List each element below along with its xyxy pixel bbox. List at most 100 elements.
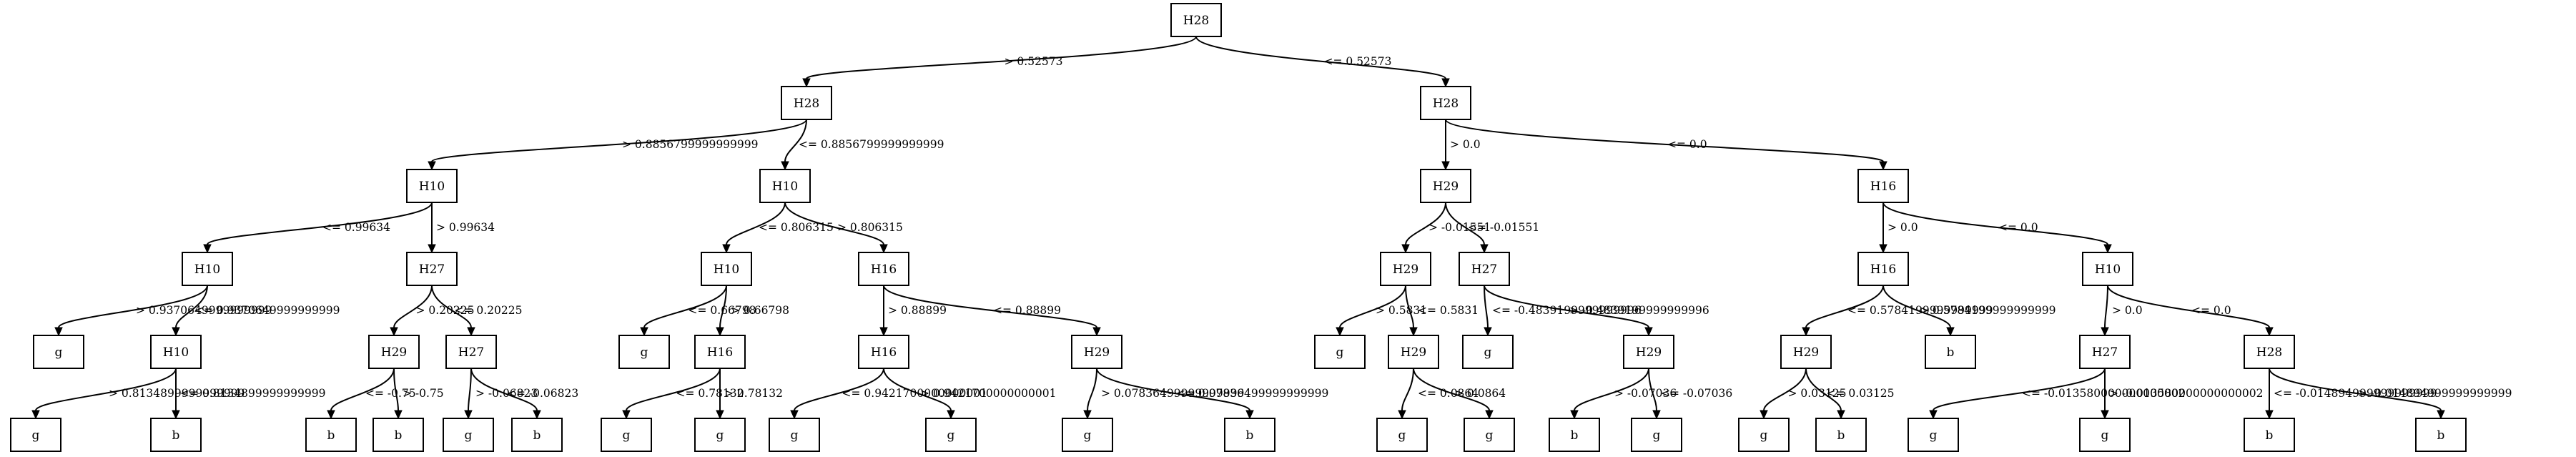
tree-edge: > 0.03125 — [1760, 368, 1847, 420]
tree-edge: <= 0.5784199999999999 — [1802, 285, 1993, 337]
edge-line — [393, 285, 433, 328]
tree-edge: > 0.0 — [2101, 285, 2143, 337]
leaf-node: g — [601, 418, 652, 452]
decision-node: H29 — [1420, 169, 1471, 203]
edge-label: <= -0.75 — [365, 387, 416, 400]
node-label: H10 — [419, 180, 445, 194]
edge-line — [1413, 368, 1490, 411]
tree-edge: <= -0.75 — [327, 368, 416, 420]
node-box — [33, 335, 84, 369]
edge-line — [393, 368, 399, 411]
arrowhead-icon — [1837, 410, 1845, 420]
node-box — [601, 418, 652, 452]
leaf-node: g — [33, 335, 84, 369]
arrowhead-icon — [1245, 410, 1254, 420]
decision-node: H16 — [1857, 169, 1909, 203]
node-box — [759, 169, 811, 203]
node-box — [1062, 418, 1113, 452]
decision-node: H27 — [445, 335, 497, 369]
node-box — [858, 335, 909, 369]
node-label: b — [1837, 428, 1845, 443]
tree-edge: > 0.0864 — [1413, 368, 1506, 420]
tree-edge: > -0.013580000000000002 — [2101, 368, 2263, 420]
node-box — [511, 418, 563, 452]
node-box — [701, 252, 752, 286]
edge-line — [784, 119, 807, 162]
node-box — [1380, 252, 1431, 286]
arrowhead-icon — [1484, 327, 1492, 337]
arrowhead-icon — [1879, 161, 1887, 171]
decision-node: H16 — [858, 335, 909, 369]
tree-edge: <= -0.013580000000000002 — [1929, 368, 2185, 420]
arrowhead-icon — [1441, 78, 1450, 88]
arrowhead-icon — [2437, 410, 2445, 420]
edge-line — [1484, 285, 1649, 328]
edge-line — [643, 285, 727, 328]
decision-node: H16 — [694, 335, 746, 369]
arrowhead-icon — [428, 244, 436, 254]
edge-line — [1648, 368, 1657, 411]
leaf-node: g — [10, 418, 61, 452]
arrowhead-icon — [879, 327, 888, 337]
edge-label: <= -0.01551 — [1468, 221, 1539, 234]
decision-node: H10 — [182, 252, 233, 286]
tree-edge: > 0.5784199999999999 — [1882, 285, 2056, 337]
node-box — [1459, 252, 1510, 286]
tree-edge: <= -0.07036 — [1648, 368, 1732, 420]
arrowhead-icon — [2101, 410, 2109, 420]
tree-edge: <= -0.01551 — [1445, 202, 1539, 254]
node-label: g — [716, 428, 724, 443]
arrowhead-icon — [879, 244, 888, 254]
node-label: b — [172, 428, 180, 443]
arrowhead-icon — [790, 410, 799, 420]
arrowhead-icon — [1644, 327, 1653, 337]
leaf-node: g — [618, 335, 670, 369]
node-box — [1815, 418, 1867, 452]
node-box — [1857, 169, 1909, 203]
leaf-node: g — [1314, 335, 1366, 369]
edge-label: <= 0.5784199999999999 — [1847, 304, 1993, 317]
tree-edge: > 0.8134899999999999 — [31, 368, 245, 420]
node-label: b — [533, 428, 541, 443]
edge-line — [806, 36, 1197, 79]
node-label: H29 — [1793, 345, 1819, 360]
arrowhead-icon — [802, 78, 811, 88]
node-label: H27 — [2092, 345, 2118, 360]
edge-label: <= 0.9370649999999999 — [194, 304, 340, 317]
edge-line — [1882, 285, 1951, 328]
node-box — [443, 418, 494, 452]
arrowhead-icon — [716, 410, 724, 420]
edge-label: <= 0.66798 — [689, 304, 756, 317]
arrowhead-icon — [2265, 327, 2274, 337]
node-box — [1464, 418, 1515, 452]
decision-node: H10 — [406, 169, 458, 203]
tree-edge: > 0.52573 — [802, 36, 1197, 88]
edge-label: > 0.8856799999999999 — [622, 138, 759, 151]
node-label: H16 — [707, 345, 733, 360]
node-box — [368, 335, 420, 369]
node-box — [1071, 335, 1122, 369]
node-label: H29 — [381, 345, 407, 360]
tree-edge: > -0.75 — [393, 368, 444, 420]
edge-line — [2104, 285, 2108, 328]
tree-edge: <= 0.99634 — [203, 202, 433, 254]
tree-edge: <= 0.07836499999999999 — [1096, 368, 1328, 420]
arrowhead-icon — [1398, 410, 1406, 420]
node-label: b — [1246, 428, 1254, 443]
arrowhead-icon — [54, 327, 63, 337]
edge-label: <= 0.52573 — [1324, 55, 1392, 68]
leaf-node: g — [1062, 418, 1113, 452]
edge-line — [1882, 202, 2108, 245]
leaf-node: g — [443, 418, 494, 452]
node-label: H16 — [871, 262, 897, 277]
tree-edge: > -0.4839199999999996 — [1484, 285, 1709, 337]
edge-label: <= 0.806315 — [759, 221, 834, 234]
edge-line — [431, 119, 807, 162]
edge-line — [468, 368, 472, 411]
node-box — [1549, 418, 1600, 452]
tree-edge: > -0.06823 — [464, 368, 538, 420]
node-label: H28 — [2256, 345, 2282, 360]
tree-edge: > 0.8856799999999999 — [428, 119, 807, 171]
edge-label: > 0.0864 — [1454, 387, 1506, 400]
node-box — [1631, 418, 1682, 452]
